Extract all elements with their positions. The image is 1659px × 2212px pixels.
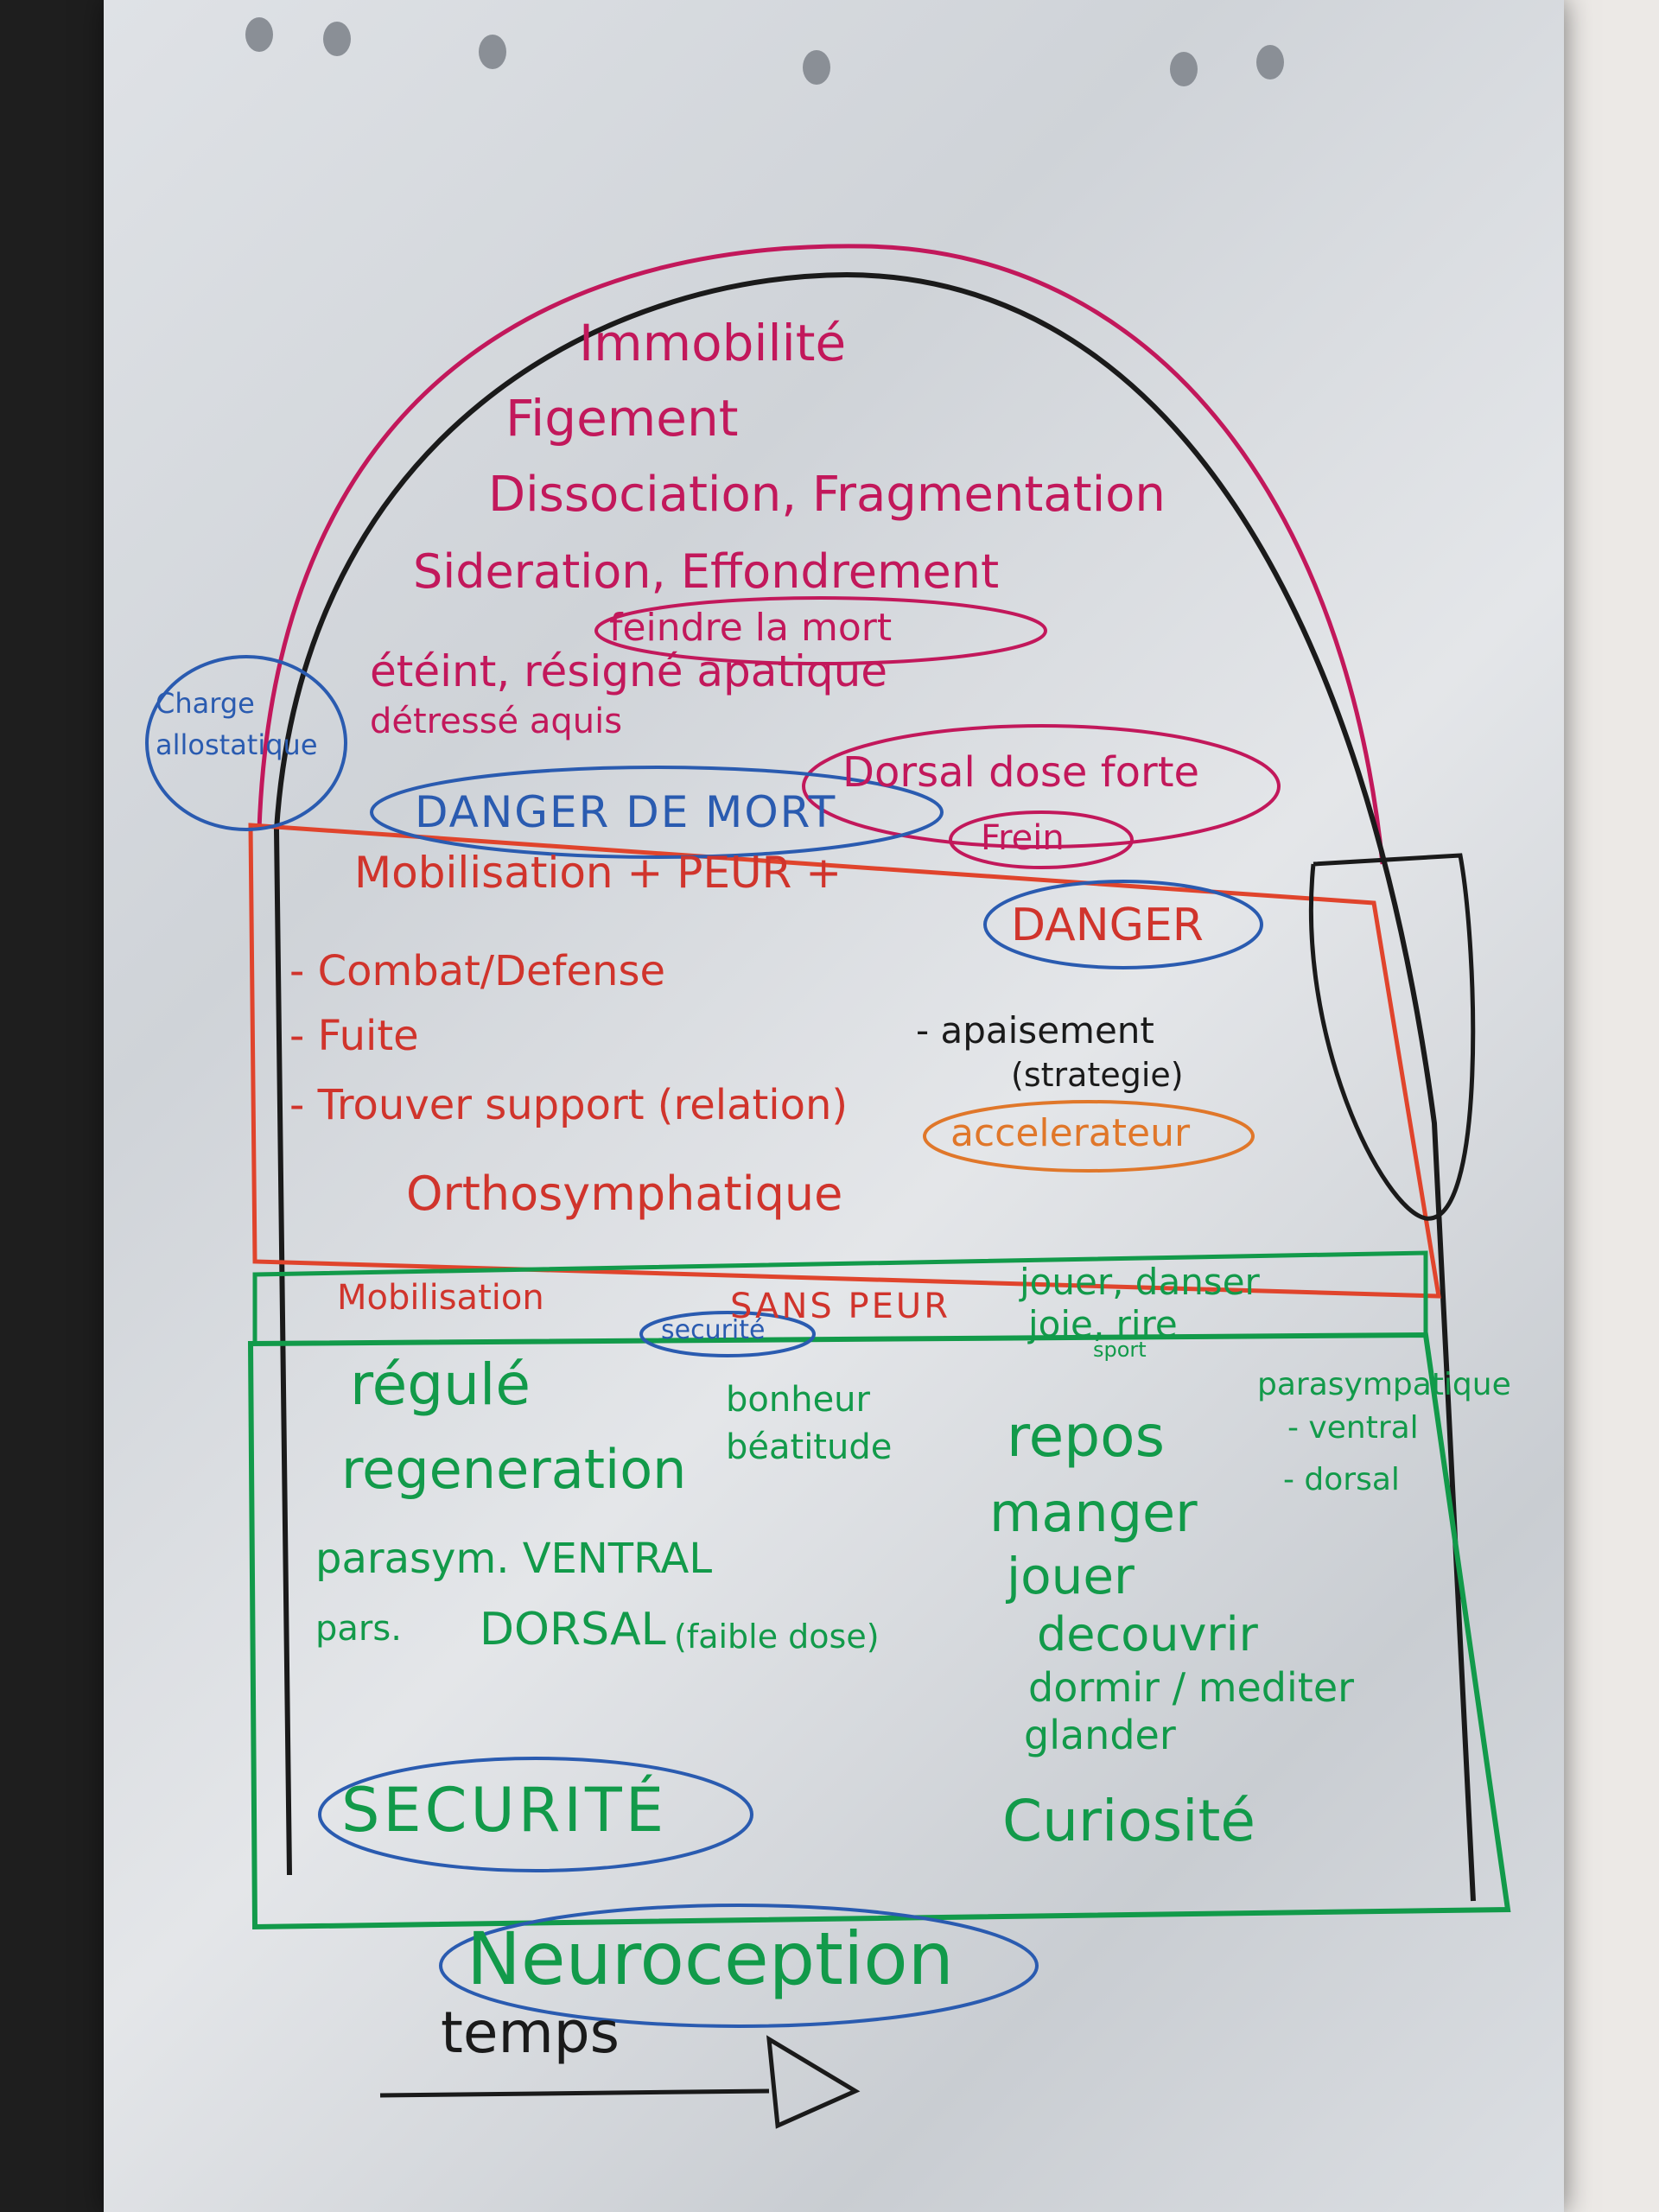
label-danger: DANGER [1011, 899, 1204, 951]
label-parasym-ventral: parasym. VENTRAL [315, 1535, 713, 1583]
label-mobilisation-band: Mobilisation [337, 1278, 544, 1318]
label-danger-de-mort: DANGER DE MORT [415, 787, 837, 837]
label-immobilite: Immobilité [579, 314, 847, 372]
charge-ellipse [145, 655, 347, 831]
label-curiosite: Curiosité [1002, 1788, 1255, 1854]
label-frein: Frein [981, 818, 1065, 858]
label-figement: Figement [505, 389, 739, 448]
securite-ellipse [318, 1757, 753, 1872]
label-detresse: détressé aquis [370, 702, 623, 741]
label-ventral-item: - ventral [1287, 1410, 1419, 1446]
label-eteint: étéint, résigné apatique [370, 646, 888, 696]
label-trouver-support: - Trouver support (relation) [289, 1081, 849, 1129]
dorsal-arch-magenta [257, 244, 1385, 865]
label-sideration: Sideration, Effondrement [413, 544, 1000, 599]
label-neuroception: Neuroception [467, 1916, 954, 2001]
label-securite: SECURITÉ [341, 1775, 668, 1846]
label-orthosympathique: Orthosymphatique [406, 1166, 843, 1221]
label-jouer-danser: jouer, danser [1020, 1261, 1260, 1303]
label-repos: repos [1007, 1403, 1165, 1470]
label-pars-prefix: pars. [315, 1609, 402, 1649]
label-accelerateur: accelerateur [950, 1111, 1191, 1155]
label-dorsal-dose-forte: Dorsal dose forte [842, 748, 1200, 797]
label-bonheur: bonheur [726, 1380, 870, 1420]
window-arch-black [273, 271, 1476, 1902]
label-dissociation: Dissociation, Fragmentation [488, 467, 1166, 523]
danger-mort-ellipse [370, 766, 944, 859]
label-dormir-mediter: dormir / mediter [1028, 1664, 1355, 1711]
ventral-box-green [247, 1332, 1511, 1930]
label-beatitude: béatitude [726, 1427, 893, 1467]
binder-holes [245, 17, 1284, 86]
label-feindre-mort: feindre la mort [609, 606, 893, 650]
label-glander: glander [1024, 1712, 1176, 1758]
label-joie-rire: joie, rire [1028, 1303, 1178, 1345]
label-jouer: jouer [1007, 1547, 1135, 1605]
label-securite-small: securité [661, 1315, 766, 1345]
label-dorsal-item: - dorsal [1283, 1462, 1400, 1497]
securite-small-ellipse [639, 1311, 816, 1357]
neuroception-ellipse [439, 1904, 1039, 2028]
label-faible-dose: (faible dose) [674, 1618, 880, 1656]
feindre-ellipse [594, 596, 1047, 665]
label-manger: manger [989, 1481, 1198, 1544]
label-sans-peur: SANS PEUR [730, 1287, 950, 1326]
accelerateur-ellipse [923, 1100, 1255, 1173]
label-regeneration: regeneration [341, 1438, 687, 1501]
label-temps: temps [441, 1999, 620, 2066]
time-arrow [379, 2035, 861, 2129]
label-pars-dorsal: DORSAL [480, 1604, 666, 1656]
frein-ellipse [949, 810, 1134, 869]
label-sport: sport [1093, 1338, 1147, 1362]
label-regule: régulé [350, 1351, 531, 1418]
label-mobilisation-peur: Mobilisation + PEUR + [354, 848, 842, 898]
label-fuite: - Fuite [289, 1012, 419, 1060]
label-decouvrir: decouvrir [1037, 1607, 1258, 1662]
danger-ellipse [983, 880, 1263, 969]
label-apaisement: - apaisement [916, 1009, 1154, 1052]
dorsal-forte-ellipse [802, 724, 1281, 849]
sympathetic-box-red [248, 823, 1441, 1299]
label-parasympatique: parasympatique [1257, 1367, 1511, 1402]
label-strategie: (strategie) [1011, 1056, 1184, 1094]
label-combat: - Combat/Defense [289, 947, 665, 995]
right-loop-black [1308, 853, 1476, 1221]
label-charge-allostatique: Charge allostatique [156, 687, 318, 761]
